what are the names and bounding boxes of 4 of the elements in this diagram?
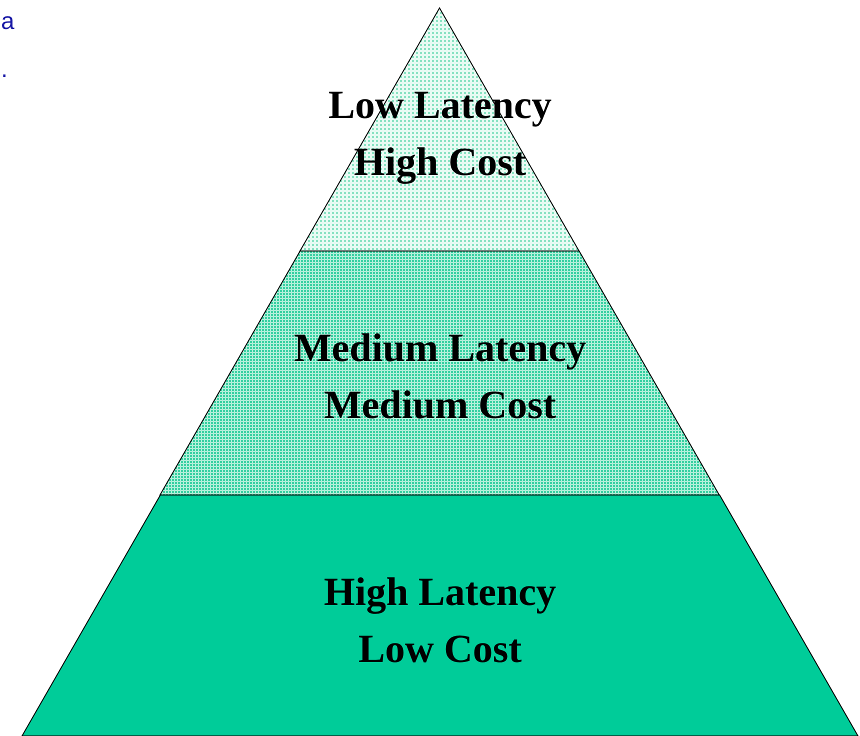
cut-off-text: . [1,56,8,84]
tier-label: Medium Latency Medium Cost [292,324,588,429]
cut-off-text: a [1,8,14,36]
tier-label: High Latency Low Cost [322,568,558,673]
